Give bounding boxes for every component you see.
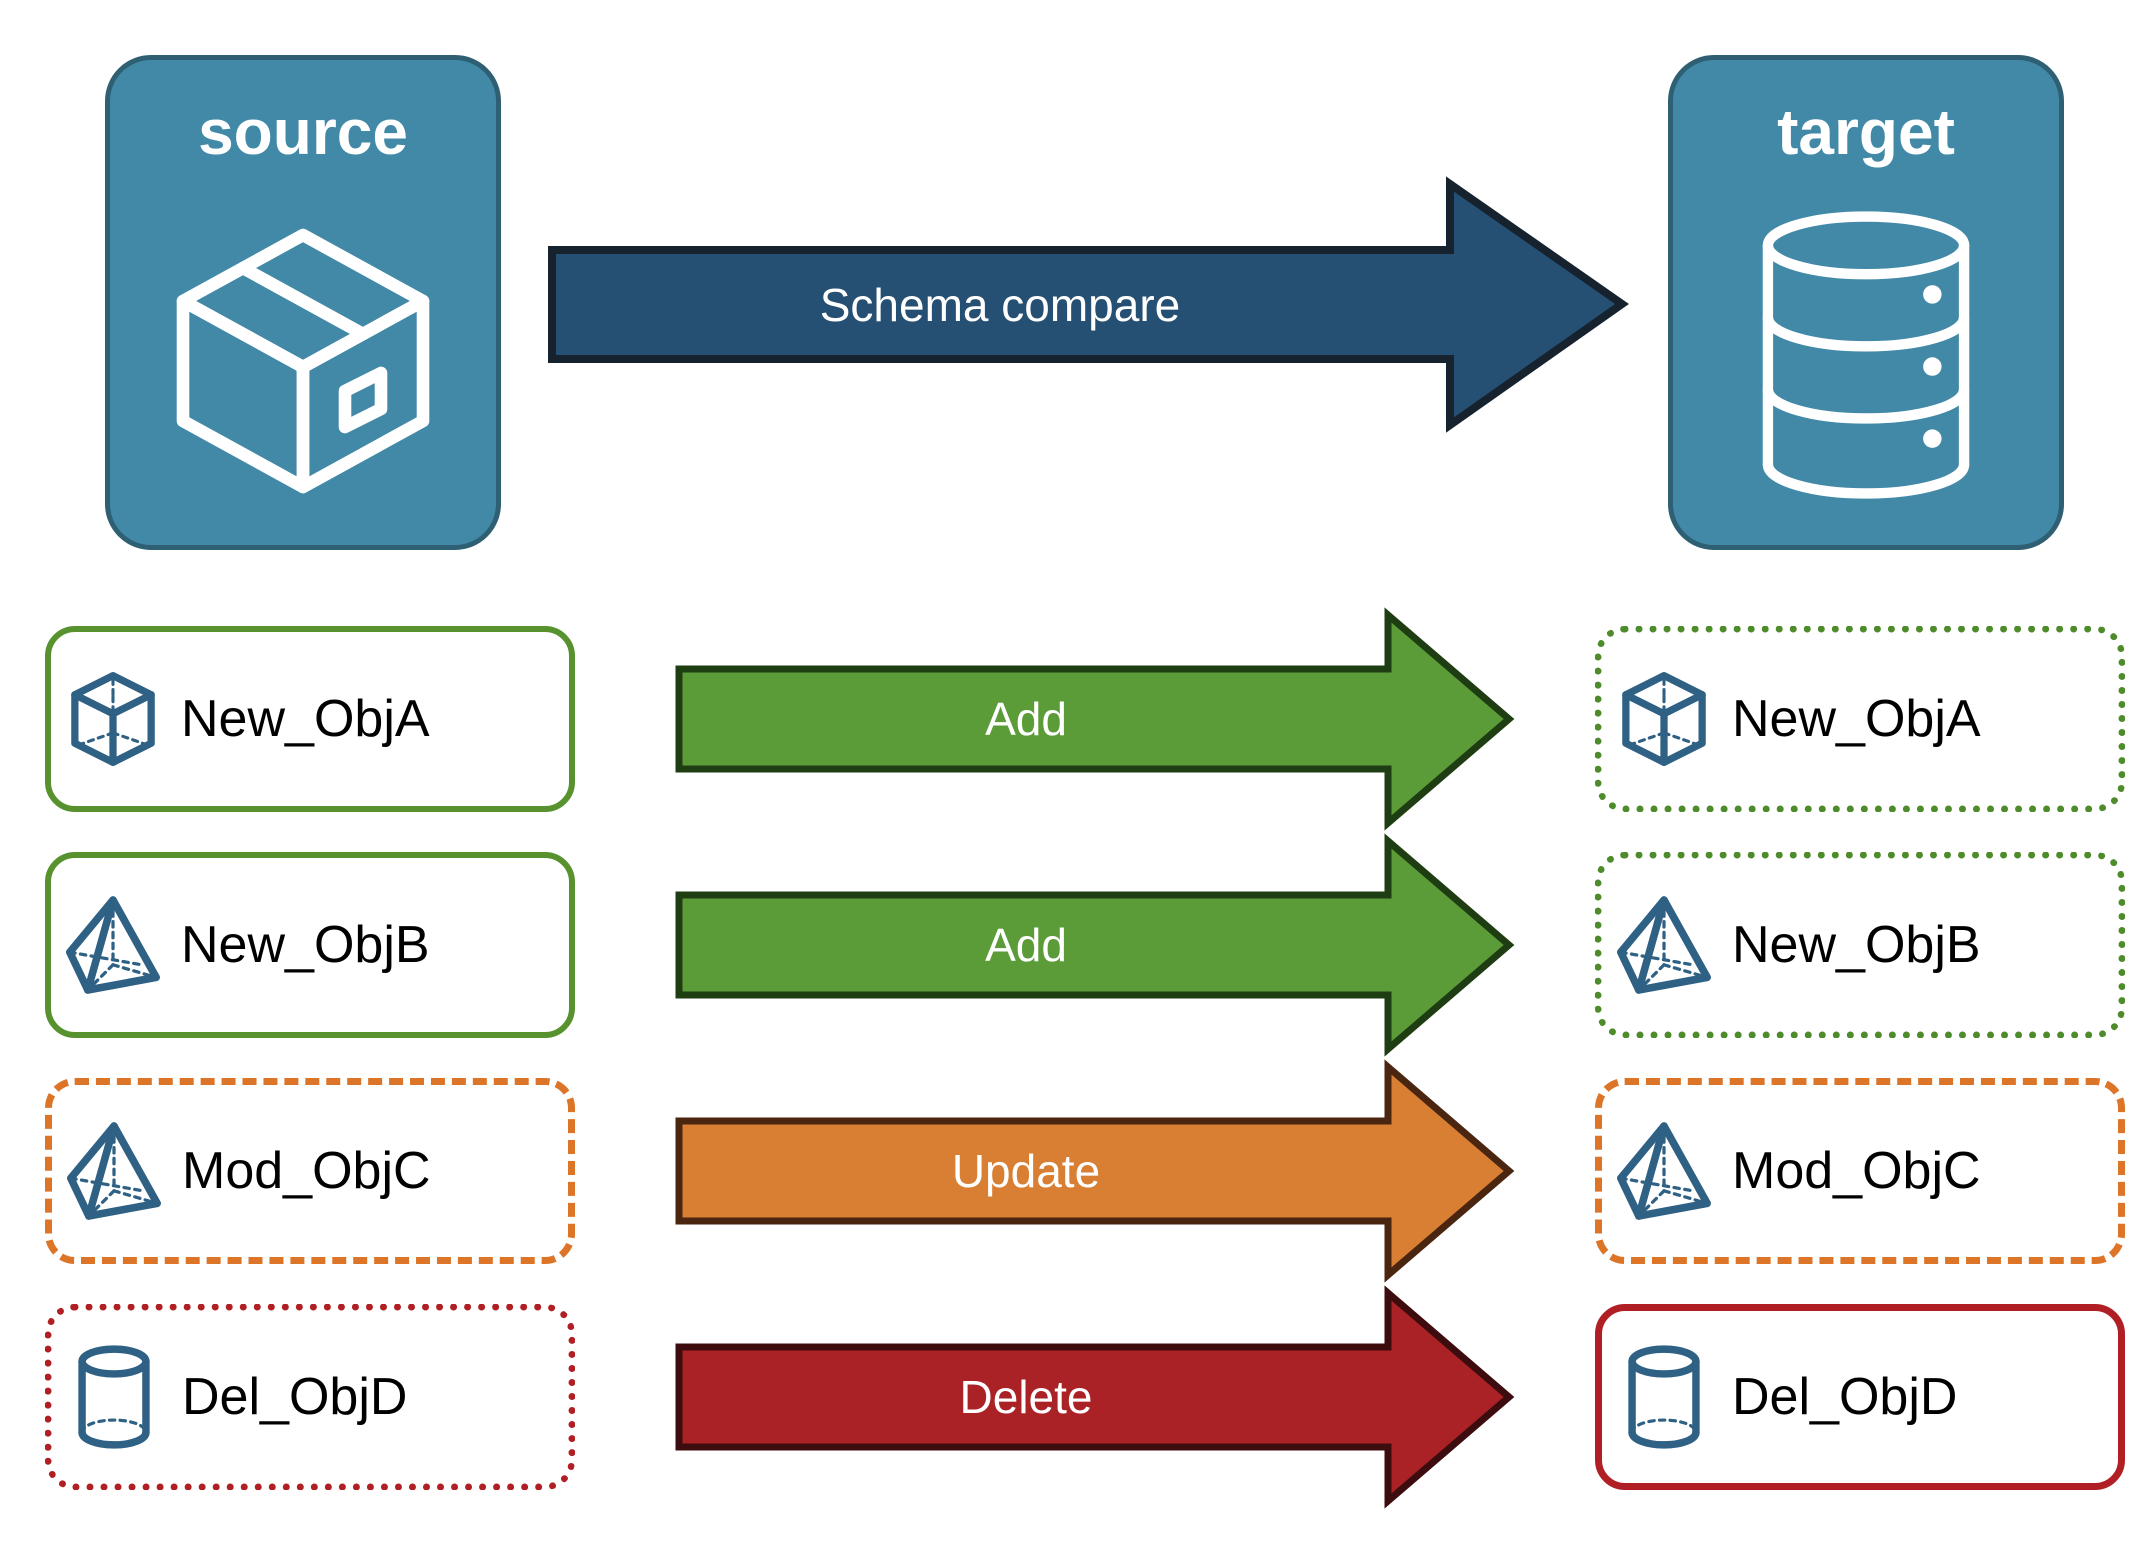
target-endpoint-card[interactable]: target [1668, 55, 2064, 550]
object-row: Mod_ObjC Update Mod_ObjC [0, 1059, 2150, 1283]
object-row: New_ObjB Add New_ObjB [0, 833, 2150, 1057]
target-title: target [1777, 96, 1955, 168]
wireframe-pyramid-icon [51, 891, 175, 999]
wireframe-pyramid-icon [1602, 1117, 1726, 1225]
source-object-box[interactable]: Del_ObjD [45, 1304, 575, 1490]
wireframe-pyramid-icon [1602, 891, 1726, 999]
object-row: Del_ObjD Delete Del_ObjD [0, 1285, 2150, 1509]
source-object-box[interactable]: New_ObjB [45, 852, 575, 1038]
action-label: Update [951, 1145, 1101, 1197]
wireframe-cube-icon [1602, 667, 1726, 771]
source-object-name: New_ObjB [181, 916, 430, 974]
wireframe-pyramid-icon [52, 1117, 176, 1225]
action-arrow-add[interactable]: Add [675, 607, 1515, 831]
schema-compare-label: Schema compare [819, 278, 1181, 331]
object-row: New_ObjA Add New_ObjA [0, 607, 2150, 831]
database-cylinder-icon [1673, 164, 2059, 545]
target-object-box[interactable]: Del_ObjD [1595, 1304, 2125, 1490]
target-object-box[interactable]: New_ObjB [1595, 852, 2125, 1038]
wireframe-cylinder-icon [52, 1342, 176, 1452]
action-arrow-update[interactable]: Update [675, 1059, 1515, 1283]
action-label: Add [985, 693, 1067, 745]
source-object-box[interactable]: New_ObjA [45, 626, 575, 812]
target-object-box[interactable]: New_ObjA [1595, 626, 2125, 812]
target-object-box[interactable]: Mod_ObjC [1595, 1078, 2125, 1264]
target-object-name: Del_ObjD [1732, 1368, 1958, 1426]
source-endpoint-card[interactable]: source [105, 55, 501, 550]
package-box-icon [110, 164, 496, 545]
source-object-box[interactable]: Mod_ObjC [45, 1078, 575, 1264]
source-object-name: Del_ObjD [182, 1368, 408, 1426]
source-object-name: Mod_ObjC [182, 1142, 431, 1200]
schema-compare-arrow[interactable]: Schema compare [548, 176, 1629, 433]
wireframe-cylinder-icon [1602, 1342, 1726, 1452]
action-arrow-delete[interactable]: Delete [675, 1285, 1515, 1509]
action-label: Add [985, 919, 1067, 971]
source-object-name: New_ObjA [181, 690, 430, 748]
target-object-name: New_ObjA [1732, 690, 1981, 748]
action-arrow-add[interactable]: Add [675, 833, 1515, 1057]
target-object-name: New_ObjB [1732, 916, 1981, 974]
target-object-name: Mod_ObjC [1732, 1142, 1981, 1200]
source-title: source [198, 96, 408, 168]
wireframe-cube-icon [51, 667, 175, 771]
action-label: Delete [959, 1371, 1093, 1423]
